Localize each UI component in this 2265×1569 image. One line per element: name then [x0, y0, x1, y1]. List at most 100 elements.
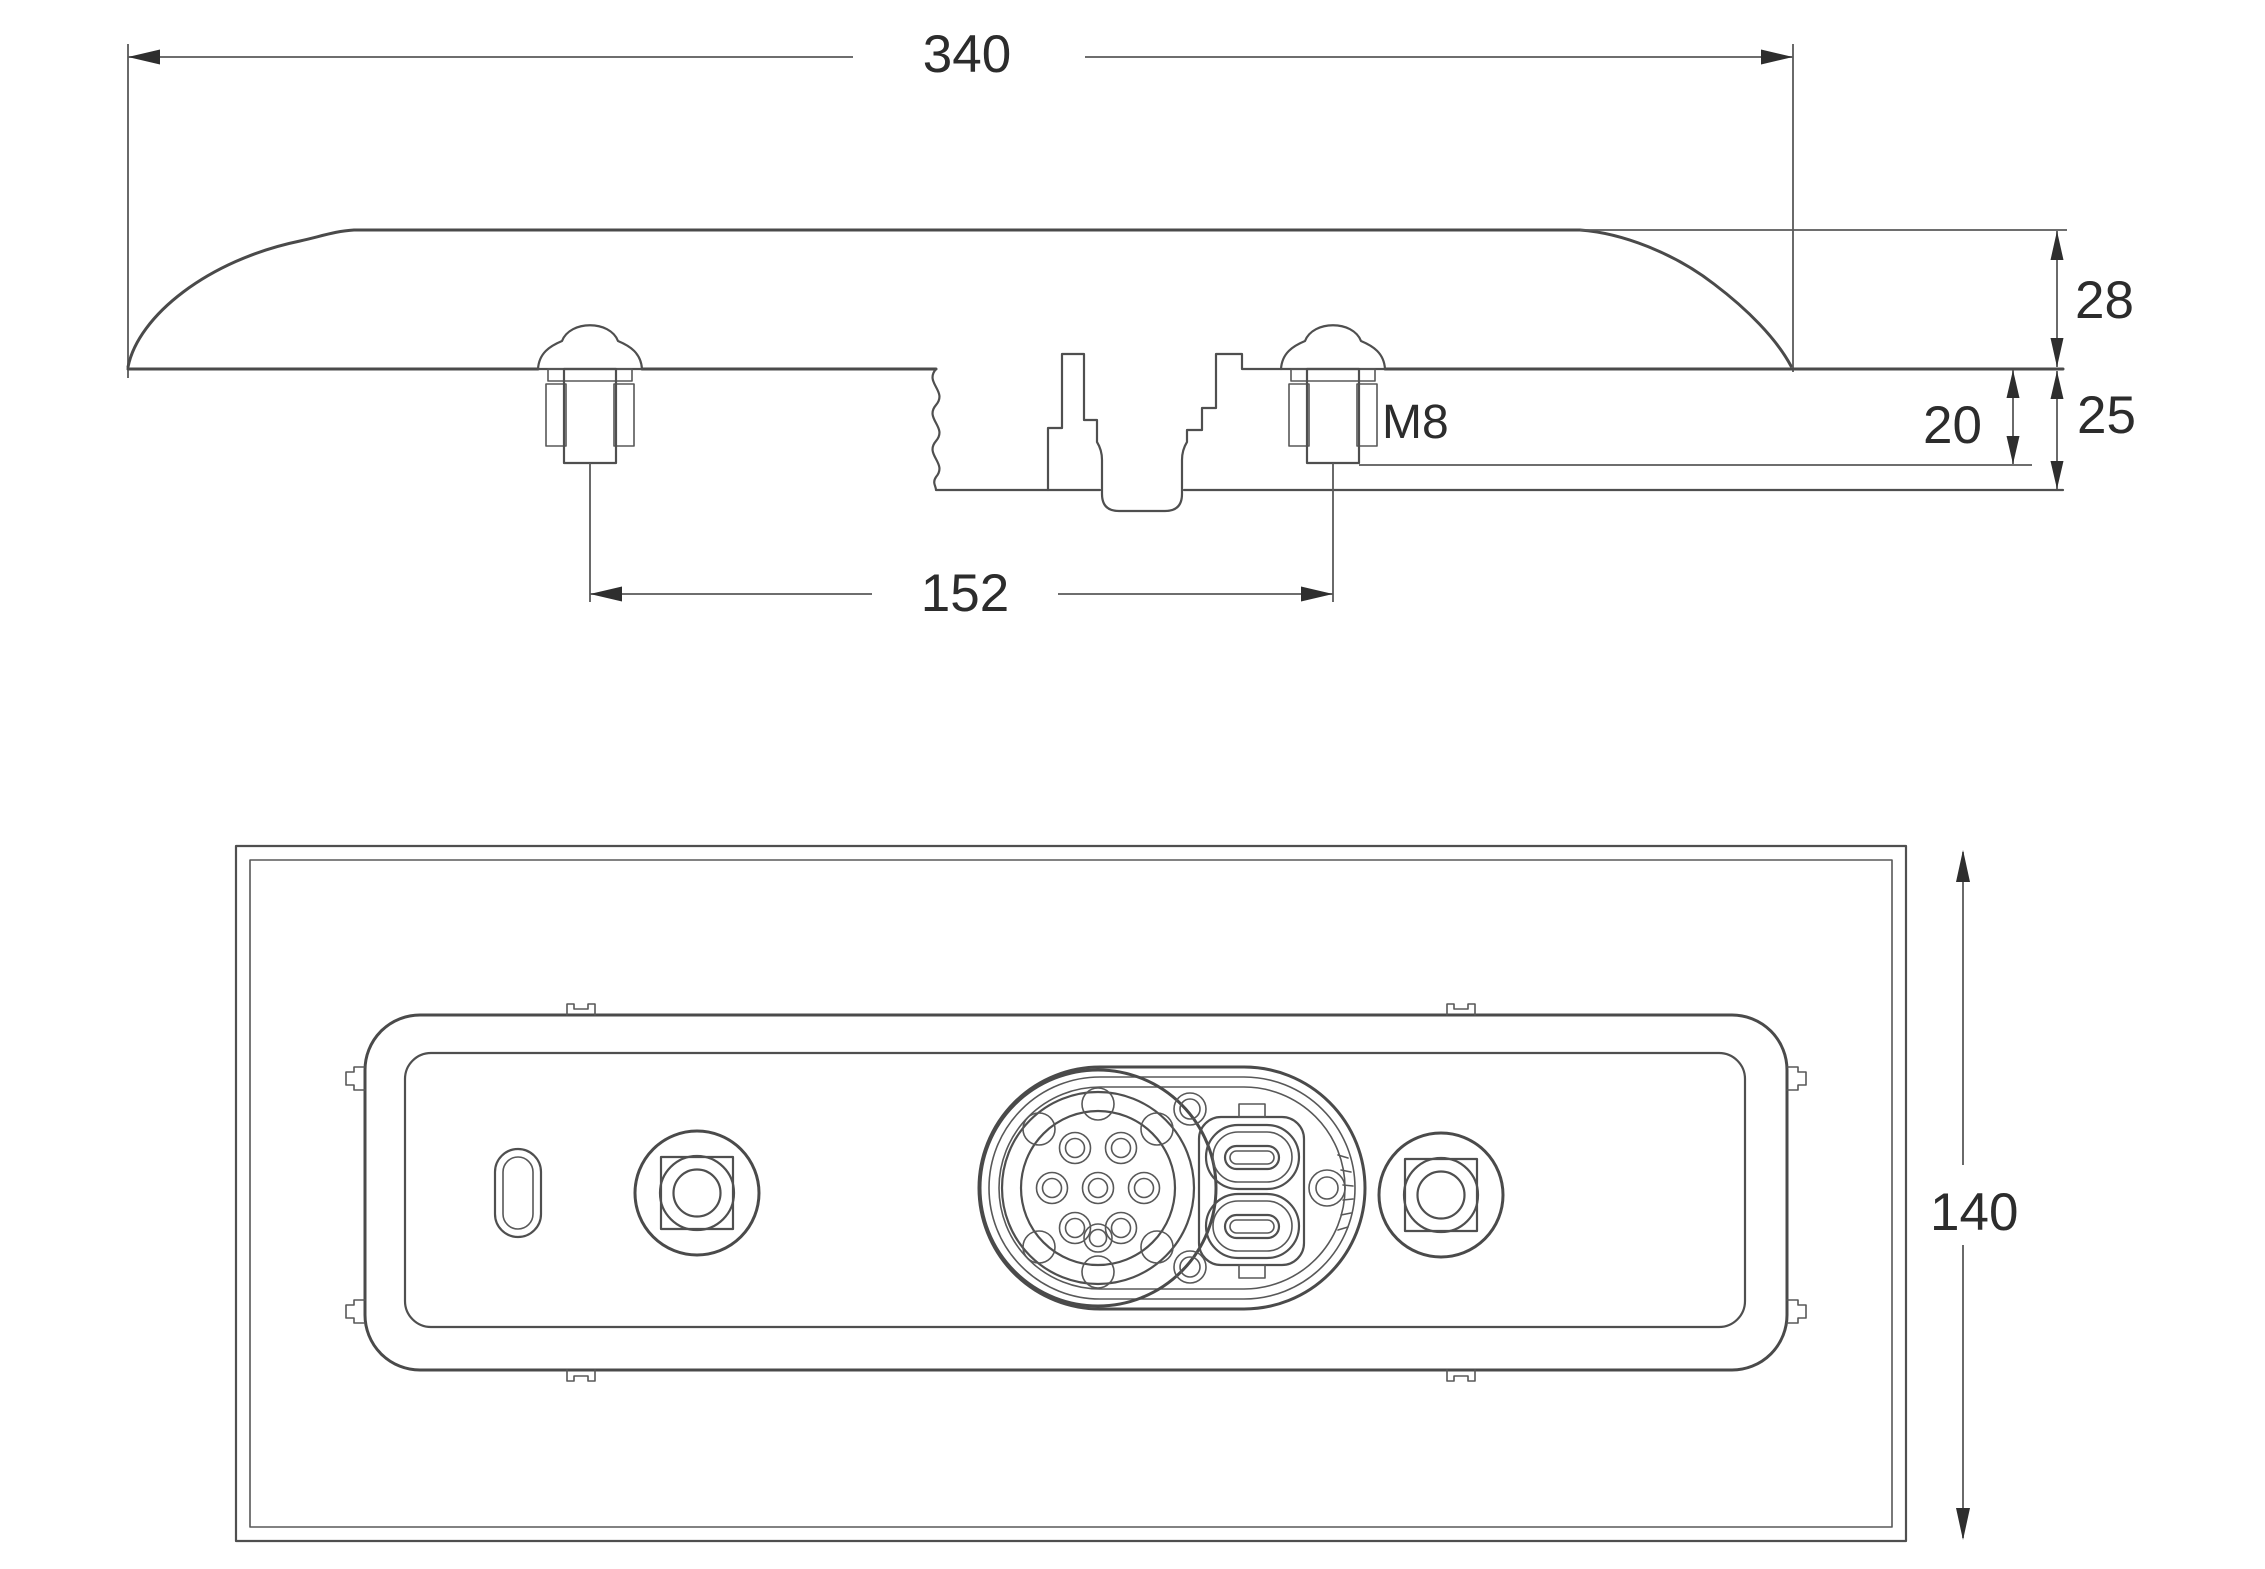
- slot-block-tab-top: [1238, 1103, 1266, 1118]
- gasket-screw-hole-inner: [1179, 1256, 1201, 1278]
- housing-recess-panel: [403, 1051, 1747, 1329]
- housing-outline: [363, 1013, 1789, 1372]
- dim-overall-height-label: 140: [1930, 1183, 2018, 1242]
- arrowhead-down: [2050, 461, 2064, 489]
- pin: [1058, 1211, 1092, 1245]
- gasket-screw-hole: [1173, 1250, 1207, 1284]
- cable-slot-outer: [493, 1147, 543, 1239]
- pin-core: [1064, 1137, 1086, 1159]
- dim-bracket-depth: 25: [2050, 371, 2136, 489]
- dim-stud-protrusion-label: 20: [1923, 396, 1982, 455]
- cable-slot-inner: [502, 1156, 534, 1230]
- gasket-screw-hole-inner: [1315, 1176, 1339, 1200]
- pin-core: [1064, 1217, 1086, 1239]
- arrowhead-up: [2050, 231, 2064, 260]
- pin-core: [1041, 1177, 1063, 1199]
- arrowhead-down: [2050, 338, 2064, 367]
- arrowhead-left: [590, 586, 622, 602]
- slot-lower-blade: [1223, 1213, 1281, 1240]
- connector-face: [1019, 1109, 1177, 1267]
- lens-profile: [126, 228, 1793, 369]
- pin: [1104, 1211, 1138, 1245]
- connector-body: [978, 1068, 1218, 1308]
- stud-head: [536, 324, 644, 371]
- connector-ring: [1000, 1090, 1196, 1286]
- arrowhead-right: [1301, 586, 1333, 602]
- housing-tab-top: [566, 1003, 596, 1016]
- rear-view: 140: [234, 844, 2018, 1543]
- housing-tab-bottom: [566, 1369, 596, 1382]
- slot-lower-outer: [1204, 1192, 1301, 1260]
- dim-overall-length: 340: [127, 25, 1794, 378]
- slot-upper-inner: [1212, 1131, 1293, 1183]
- square-nut-boss-right: [1377, 1131, 1505, 1259]
- dim-bracket-depth-label: 25: [2077, 386, 2136, 445]
- nut-circle: [658, 1154, 736, 1232]
- pin-core: [1088, 1228, 1108, 1248]
- slot-upper-blade-inner: [1229, 1150, 1275, 1165]
- stud-clip-right: [613, 383, 635, 447]
- nut-circle: [1402, 1156, 1480, 1234]
- pin-core: [1110, 1217, 1132, 1239]
- pin: [1035, 1171, 1069, 1205]
- stud-clip-left: [545, 383, 567, 447]
- arrowhead-up: [2006, 370, 2020, 398]
- pin-core: [1087, 1177, 1109, 1199]
- housing-tab-top: [1446, 1003, 1476, 1016]
- boss-circle: [1377, 1131, 1505, 1259]
- pin: [1127, 1171, 1161, 1205]
- cable-slot: [493, 1147, 543, 1239]
- side-section-view: 340 M8: [126, 25, 2136, 623]
- dim-overall-height: 140: [1930, 850, 2018, 1540]
- pin-core: [1110, 1137, 1132, 1159]
- outer-frame: [234, 844, 1908, 1543]
- arrowhead-right: [1761, 49, 1793, 65]
- arrowhead-up: [2050, 371, 2064, 399]
- dim-stud-spacing: 152: [590, 564, 1333, 623]
- outer-frame-inner-line: [249, 859, 1893, 1528]
- gasket-screw-hole-inner: [1179, 1098, 1201, 1120]
- arrowhead-down: [2006, 436, 2020, 464]
- mounting-stud-left: [536, 324, 644, 602]
- connector-micro-marking: [1337, 1154, 1354, 1231]
- square-nut: [1403, 1157, 1479, 1233]
- square-nut-boss-left: [633, 1129, 761, 1257]
- blade-connector-slots: [1173, 1092, 1354, 1284]
- arrowhead-up: [1956, 850, 1970, 882]
- gasket-mid: [988, 1076, 1356, 1300]
- connector-cutout-profile: [931, 352, 1283, 513]
- connector-scallop: [1140, 1230, 1174, 1264]
- slot-lower-inner: [1212, 1200, 1293, 1252]
- housing-tab-right: [1786, 1299, 1807, 1324]
- connector-scallop: [1022, 1112, 1056, 1146]
- connector-pins: [1035, 1131, 1161, 1253]
- connector-scallop: [1140, 1112, 1174, 1146]
- slot-lower-blade-inner: [1229, 1219, 1275, 1234]
- pin-core: [1133, 1177, 1155, 1199]
- stud-shank: [1305, 367, 1361, 465]
- dim-stud-protrusion: 20: [1359, 370, 2032, 466]
- stud-washer: [547, 368, 633, 382]
- slot-upper-outer: [1204, 1123, 1301, 1191]
- slot-upper-blade: [1223, 1144, 1281, 1171]
- dim-lens-height: 28: [1580, 229, 2134, 367]
- connector-scallop: [1081, 1255, 1115, 1289]
- stud-shank: [562, 367, 618, 465]
- dim-overall-length-label: 340: [923, 25, 1011, 84]
- round-connector: [978, 1068, 1218, 1308]
- stud-washer: [1290, 368, 1376, 382]
- housing-tab-bottom: [1446, 1369, 1476, 1382]
- stud-head: [1279, 324, 1387, 371]
- dim-stud-spacing-label: 152: [921, 564, 1009, 623]
- arrowhead-down: [1956, 1508, 1970, 1540]
- mounting-stud-right: [1279, 324, 1387, 602]
- connector-scallop: [1081, 1087, 1115, 1121]
- stud-clip-right: [1356, 383, 1378, 447]
- gasket-screw-hole: [1173, 1092, 1207, 1126]
- nut-hole: [1416, 1170, 1466, 1220]
- pin: [1058, 1131, 1092, 1165]
- nut-hole: [672, 1168, 722, 1218]
- stud-clip-left: [1288, 383, 1310, 447]
- housing-tab-right: [1786, 1066, 1807, 1091]
